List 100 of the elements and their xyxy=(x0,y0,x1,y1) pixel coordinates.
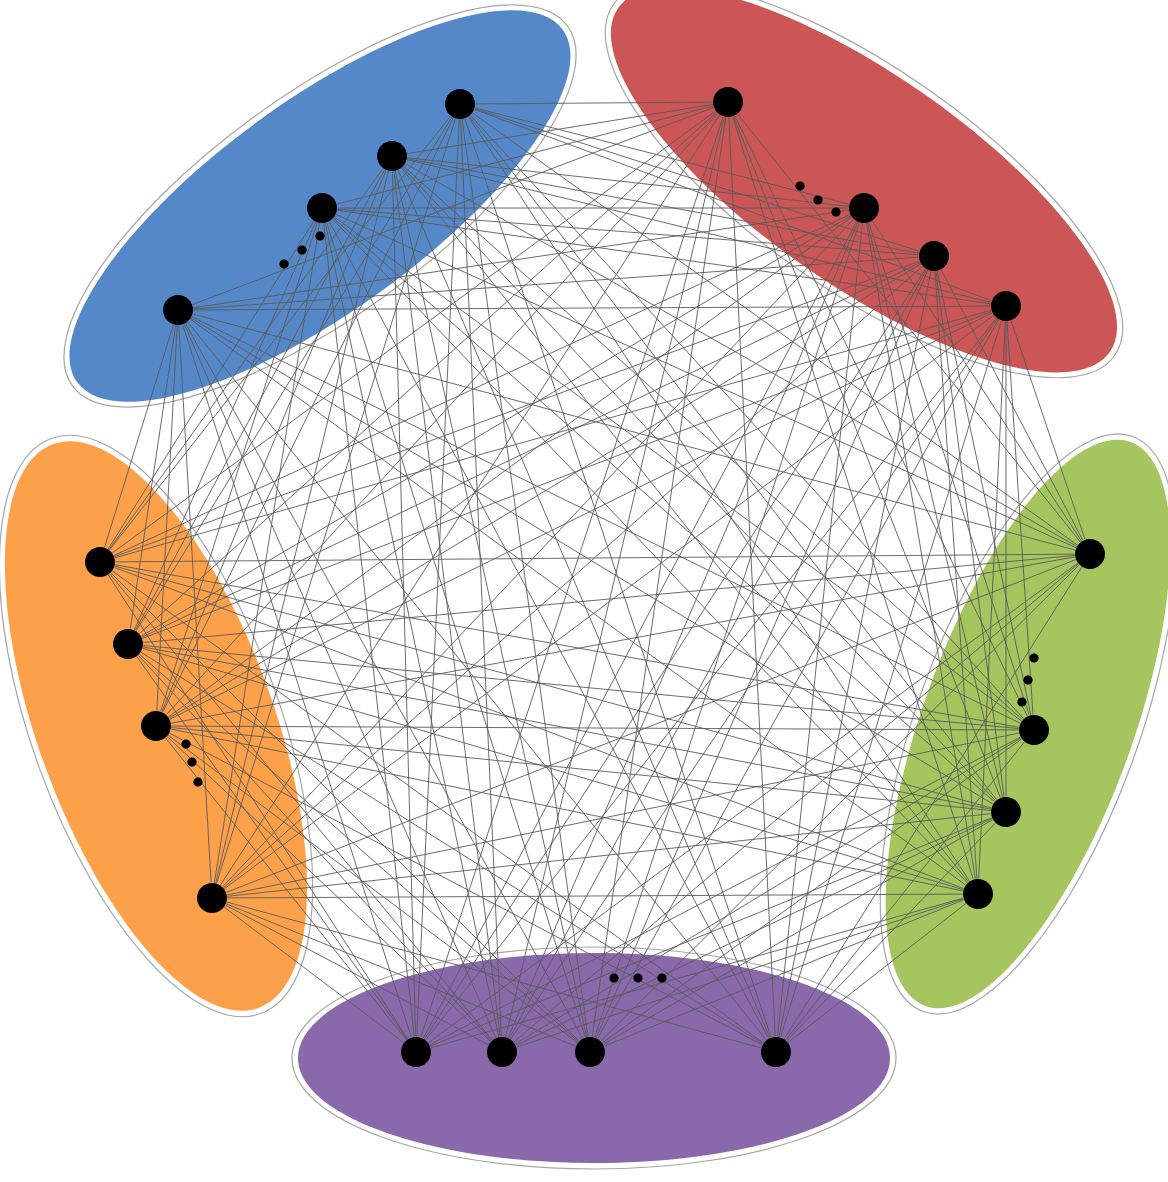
edge-line xyxy=(114,564,1020,728)
edge-line xyxy=(332,218,968,884)
edge-line xyxy=(183,323,497,1039)
edge-line xyxy=(326,222,586,1038)
edge-line xyxy=(168,263,922,719)
edge-line xyxy=(474,101,714,105)
vertex-dot xyxy=(1019,715,1049,745)
edge-line xyxy=(223,265,923,889)
edge-line xyxy=(422,221,858,1039)
edge-line xyxy=(114,565,992,809)
group-ellipse xyxy=(879,433,1168,1015)
edge-line xyxy=(406,157,850,207)
edge-line xyxy=(107,574,409,1040)
edge-line xyxy=(464,118,772,1038)
edge-line xyxy=(406,158,920,254)
edge-line xyxy=(113,567,965,889)
vertex-dot xyxy=(575,1037,605,1067)
edge-line xyxy=(394,170,588,1038)
edge-line xyxy=(140,651,764,1045)
edge-line xyxy=(139,111,718,635)
edge-line xyxy=(161,169,387,713)
edge-line xyxy=(416,118,460,1038)
edge-line xyxy=(602,738,1022,1044)
edge-line xyxy=(778,270,932,1038)
edge-line xyxy=(226,893,964,899)
edge-line xyxy=(114,553,1076,563)
edge-line xyxy=(595,269,929,1039)
edge-line xyxy=(114,309,992,559)
edge-line xyxy=(402,166,996,802)
edge-line xyxy=(429,736,1021,1046)
edge-line xyxy=(223,906,405,1044)
edge-line xyxy=(170,727,992,811)
edge-line xyxy=(1006,320,1034,716)
vertex-dot xyxy=(377,141,407,171)
edge-line xyxy=(141,311,993,639)
edge-line xyxy=(403,165,1023,721)
edge-line xyxy=(603,899,965,1047)
edge-line xyxy=(333,217,995,803)
edge-line xyxy=(140,215,852,637)
edge-line xyxy=(219,114,721,886)
vertex-dot xyxy=(919,241,949,271)
edge-line xyxy=(139,653,579,1043)
edge-line xyxy=(324,222,500,1038)
edge-line xyxy=(333,216,1023,722)
edge-line xyxy=(213,222,321,884)
edge-line xyxy=(168,216,852,718)
edge-line xyxy=(783,566,1083,1040)
edge-line xyxy=(336,207,850,209)
edge-line xyxy=(192,209,850,309)
edge-line xyxy=(225,903,577,1047)
edge-line xyxy=(406,159,992,303)
edge-line xyxy=(1010,320,1086,540)
edge-line xyxy=(114,260,920,558)
edge-line xyxy=(107,220,315,550)
edge-line xyxy=(182,324,412,1038)
edge-line xyxy=(474,108,992,302)
edge-line xyxy=(133,221,317,631)
edge-line xyxy=(391,170,417,1038)
edge-line xyxy=(460,118,502,1038)
edge-line xyxy=(112,570,764,1044)
edge-line xyxy=(507,221,859,1039)
edge-line xyxy=(323,222,415,1038)
edge-line xyxy=(474,107,850,205)
edge-line xyxy=(165,737,407,1041)
edge-line xyxy=(108,168,384,550)
vertex-dot xyxy=(113,629,143,659)
edge-line xyxy=(165,112,719,716)
edge-line xyxy=(734,115,1028,717)
edge-line xyxy=(602,819,994,1045)
edge-line xyxy=(170,728,964,892)
edge-line xyxy=(404,163,1078,547)
edge-line xyxy=(335,213,1077,549)
edge-line xyxy=(225,559,1077,893)
vertex-dot xyxy=(197,883,227,913)
edge-line xyxy=(515,818,993,1046)
vertex-dot xyxy=(849,193,879,223)
edge-line xyxy=(336,209,992,305)
edge-line xyxy=(111,110,717,554)
vertex-dot xyxy=(487,1037,517,1067)
edge-line xyxy=(777,222,863,1038)
edge-line xyxy=(597,319,999,1039)
edge-line xyxy=(514,737,1022,1045)
edge-line xyxy=(170,556,1076,724)
edge-line xyxy=(469,114,1025,720)
edge-line xyxy=(226,901,762,1049)
vertex-dot xyxy=(963,879,993,909)
edge-line xyxy=(185,323,583,1039)
edge-line xyxy=(225,904,489,1046)
vertex-dot xyxy=(1075,539,1105,569)
edge-line xyxy=(142,646,992,810)
edge-line xyxy=(600,564,1080,1042)
edge-line xyxy=(137,654,493,1042)
edge-line xyxy=(216,118,456,884)
edge-line xyxy=(936,270,1032,716)
edge-line xyxy=(516,898,964,1048)
vertex-dot xyxy=(141,711,171,741)
vertex-dot xyxy=(401,1037,431,1067)
edge-line xyxy=(420,116,724,1038)
vertex-dot xyxy=(307,193,337,223)
edge-line xyxy=(594,222,860,1038)
